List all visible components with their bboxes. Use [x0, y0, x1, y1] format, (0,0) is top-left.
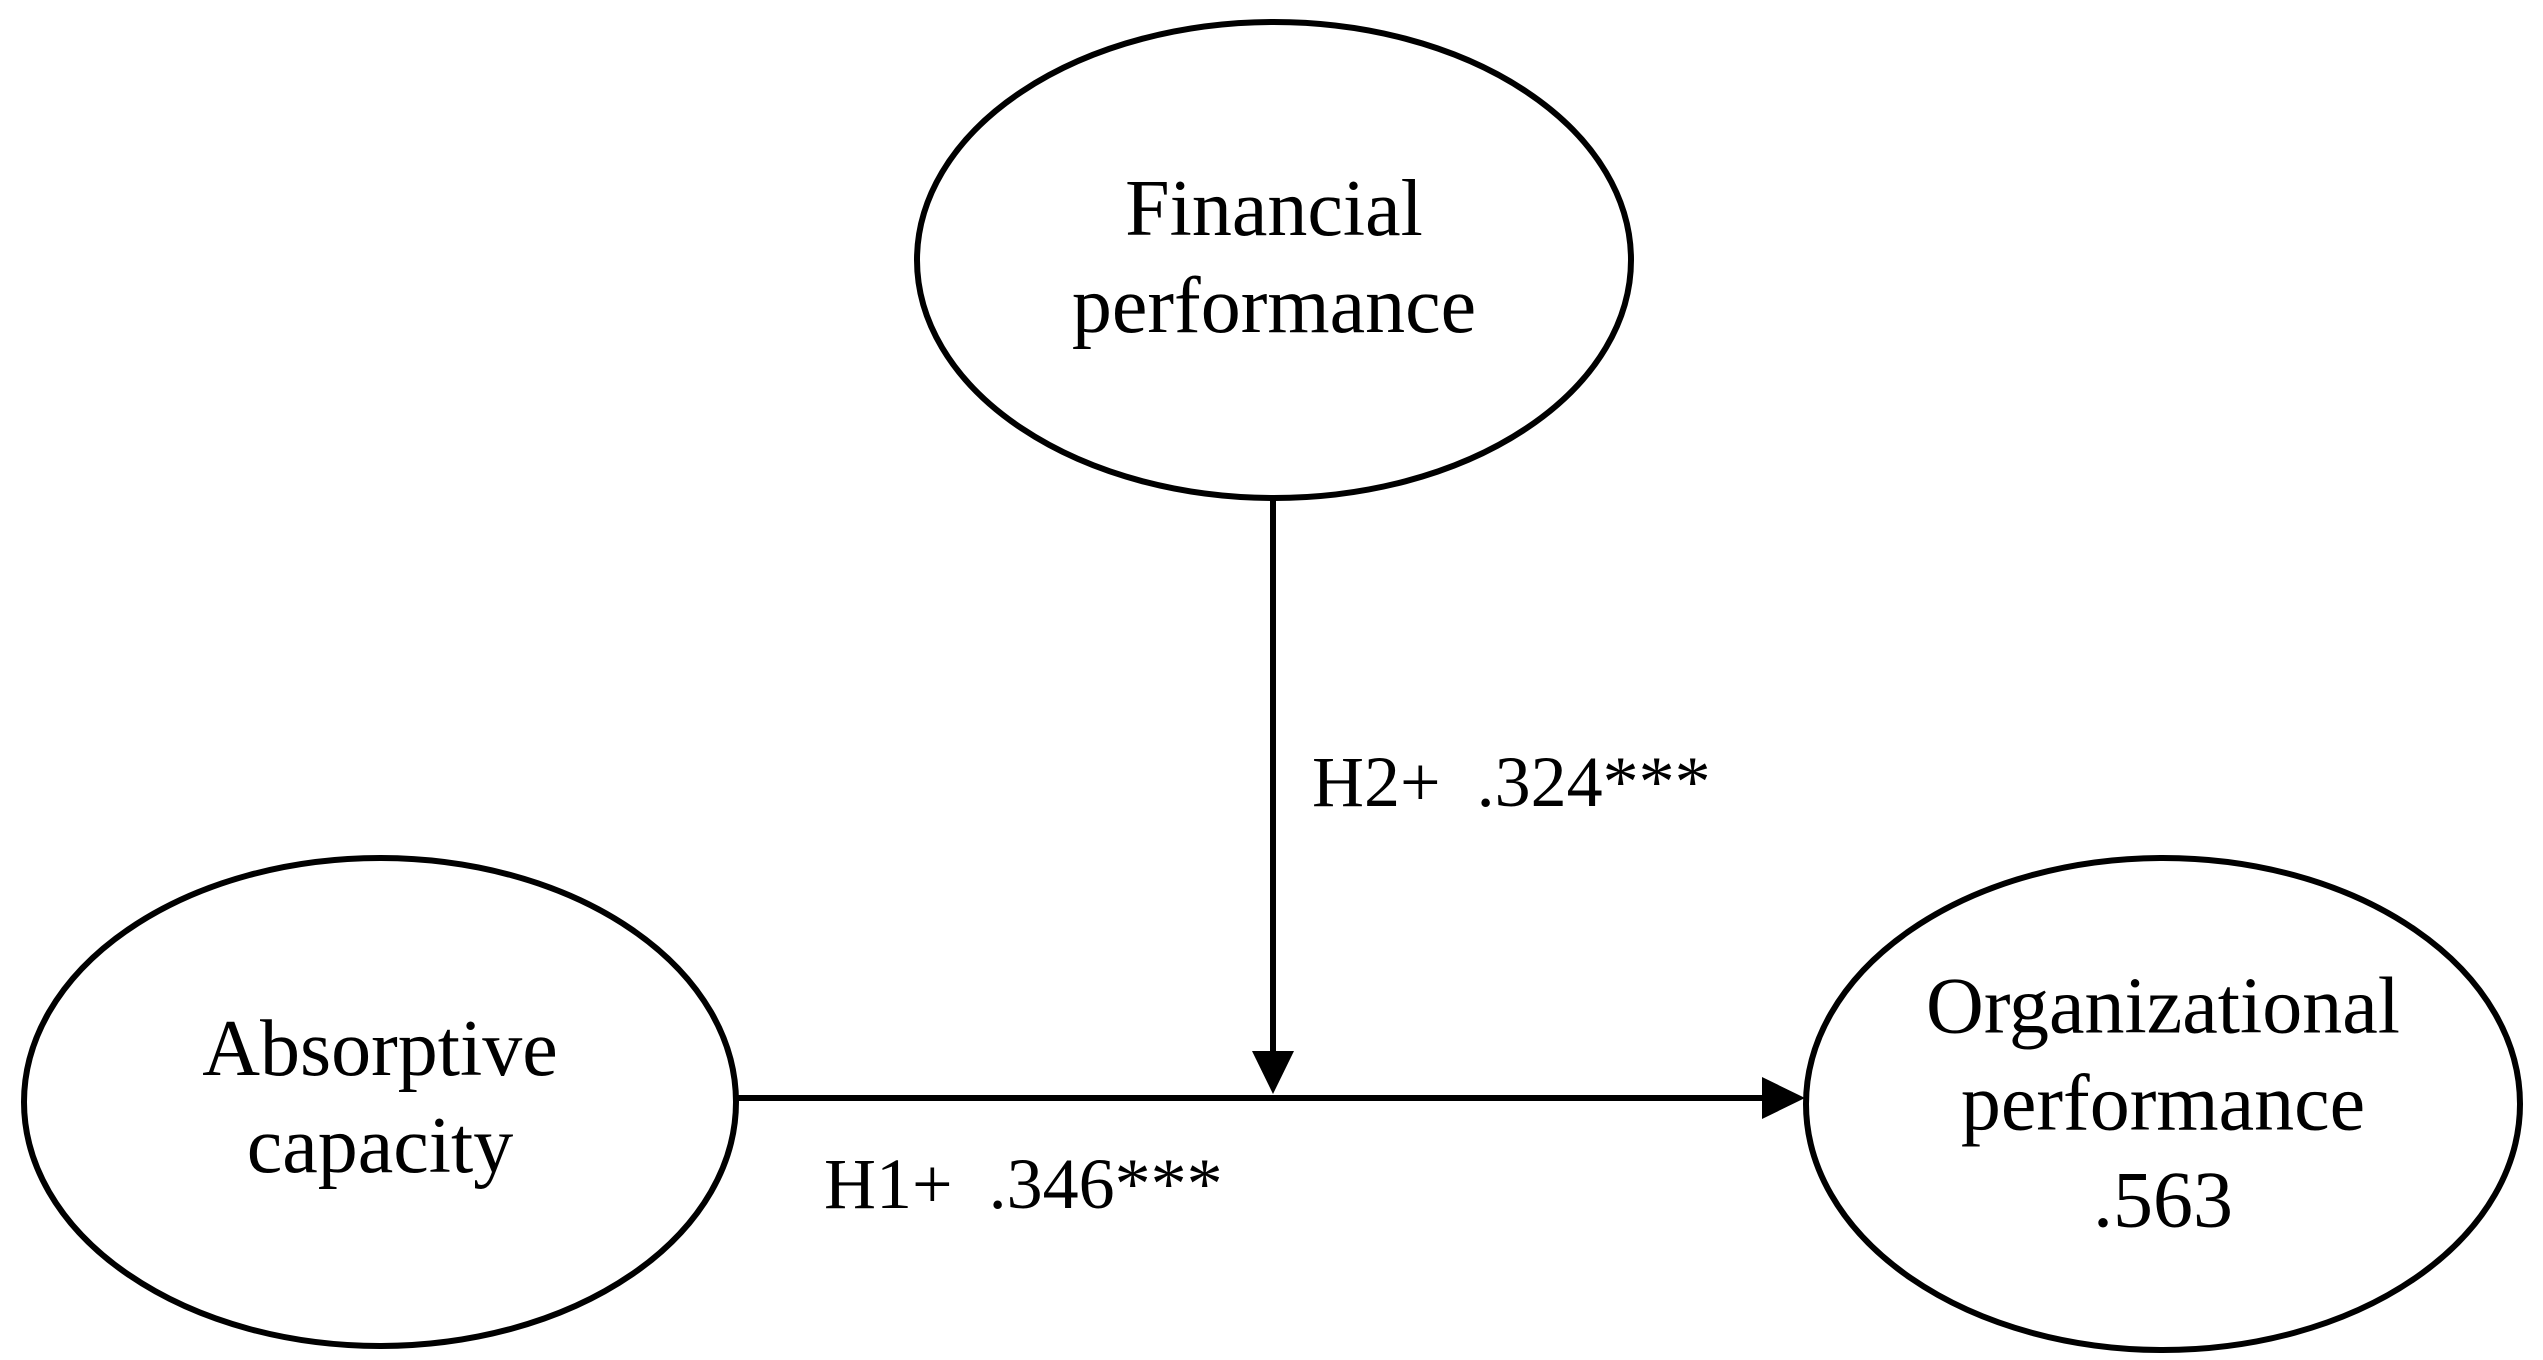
absorptive-capacity-label-line2: capacity — [246, 1102, 514, 1190]
h2-arrowhead-icon — [1252, 1051, 1294, 1094]
organizational-performance-label-line2: performance — [1960, 1059, 2366, 1148]
h2-path-label: H2+ .324*** — [1312, 742, 1711, 822]
organizational-performance-label-line1: Organizational — [1926, 962, 2400, 1051]
h1-path-label: H1+ .346*** — [824, 1144, 1223, 1224]
absorptive-capacity-label-line1: Absorptive — [202, 1005, 558, 1093]
organizational-performance-label: Organizational performance .563 — [1926, 959, 2400, 1250]
organizational-performance-value: .563 — [2093, 1156, 2233, 1245]
h1-arrowhead-icon — [1762, 1077, 1805, 1119]
financial-performance-label-line1: Financial — [1125, 165, 1423, 253]
absorptive-capacity-label: Absorptive capacity — [202, 1001, 558, 1195]
organizational-performance-ellipse — [1803, 855, 2523, 1353]
financial-performance-label: Financial performance — [1072, 161, 1476, 355]
financial-performance-label-line2: performance — [1071, 262, 1477, 350]
absorptive-capacity-ellipse — [21, 855, 739, 1349]
